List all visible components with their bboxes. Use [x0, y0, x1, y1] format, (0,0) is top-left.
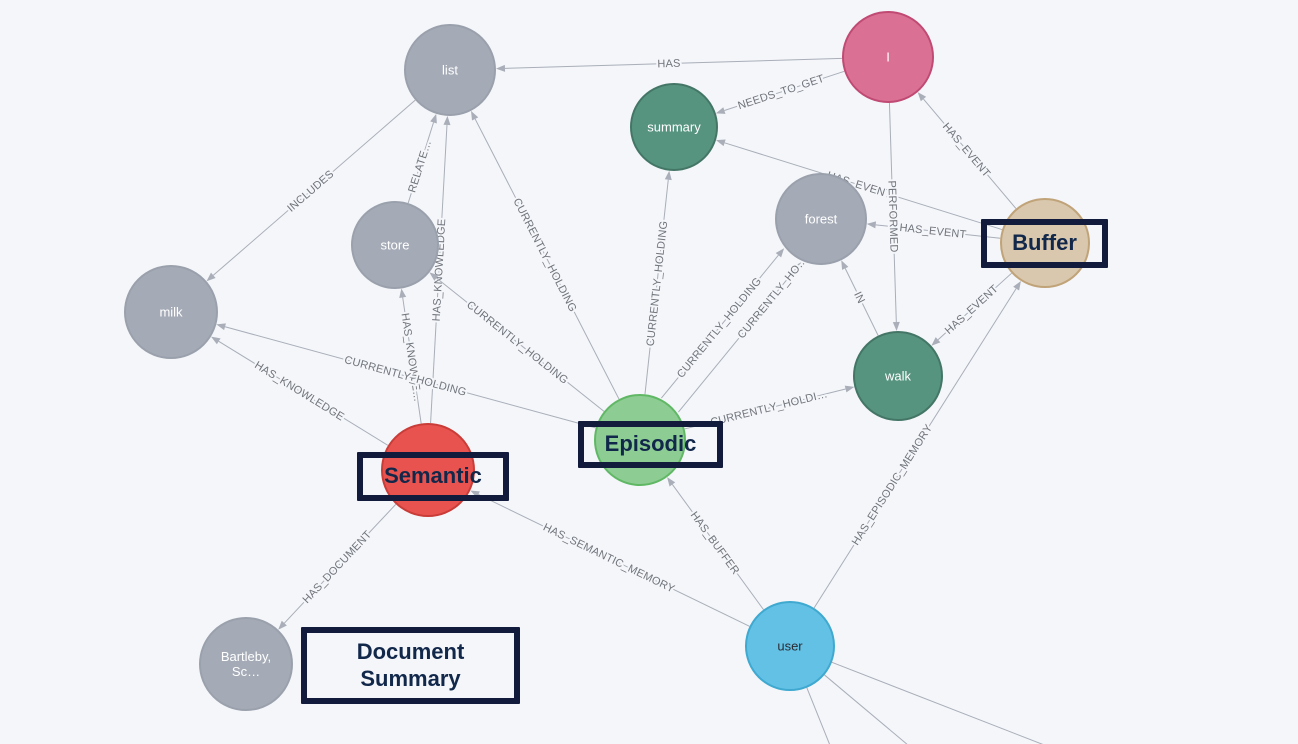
- graph-edge-i-walk-6[interactable]: PERFORMED: [883, 102, 902, 332]
- node-label: forest: [805, 212, 838, 227]
- node-label: summary: [647, 120, 701, 135]
- arrowhead-icon: [715, 139, 726, 147]
- arrowhead-icon: [430, 113, 437, 124]
- edge-label: HAS_DOCUMENT: [301, 529, 375, 606]
- arrowhead-icon: [216, 323, 226, 331]
- arrowhead-icon: [443, 115, 451, 126]
- arrowhead-icon: [429, 272, 439, 281]
- graph-edge-semantic-store-11[interactable]: HAS_KNOWLE…: [397, 288, 425, 424]
- graph-edge-walk-forest-7[interactable]: IN: [841, 260, 879, 336]
- graph-node-list[interactable]: list: [404, 24, 496, 116]
- arrowhead-icon: [664, 170, 672, 181]
- arrowhead-icon: [844, 385, 855, 393]
- edge-label: CURRENTLY_HOLDING: [510, 196, 578, 314]
- graph-node-user[interactable]: user: [745, 601, 835, 691]
- graph-edge-buffer-walk-5[interactable]: HAS_EVENT: [931, 272, 1012, 346]
- edge-label: HAS_KNOWLEDGE: [252, 359, 346, 423]
- graph-node-buffer[interactable]: [1000, 198, 1090, 288]
- graph-edge-user-semantic-23[interactable]: HAS_SEMANTIC_MEMORY: [470, 490, 750, 627]
- arrowhead-icon: [278, 620, 287, 630]
- arrowhead-icon: [715, 107, 726, 114]
- graph-edge-store-list-9[interactable]: RELATE…: [404, 113, 437, 204]
- edge-label: HAS_EPISODIC_MEMORY: [850, 422, 936, 548]
- edge-label: HAS_EVENT: [899, 222, 967, 241]
- graph-node-document[interactable]: Bartleby,Sc…: [199, 617, 293, 711]
- graph-edge-user-offscreen-26[interactable]: [831, 661, 1052, 744]
- edge-label: CURRENTLY_HOLDING: [464, 299, 570, 387]
- graph-node-milk[interactable]: milk: [124, 265, 218, 359]
- node-label: store: [381, 238, 410, 253]
- arrowhead-icon: [211, 336, 221, 345]
- node-label: user: [777, 639, 803, 654]
- graph-edge-episodic-walk-20[interactable]: CURRENTLY_HOLDI…: [684, 385, 855, 431]
- node-label: milk: [159, 305, 183, 320]
- edge-label: PERFORMED: [885, 180, 899, 252]
- graph-edge-episodic-list-14[interactable]: CURRENTLY_HOLDING: [471, 110, 620, 400]
- graph-node-summary[interactable]: summary: [630, 83, 718, 171]
- graph-edge-user-episodic-22[interactable]: HAS_BUFFER: [667, 477, 764, 610]
- arrowhead-icon: [495, 64, 506, 72]
- graph-edge-semantic-milk-12[interactable]: HAS_KNOWLEDGE: [211, 336, 389, 446]
- graph-edge-semantic-document-13[interactable]: HAS_DOCUMENT: [278, 503, 397, 630]
- graph-node-episodic[interactable]: [594, 394, 686, 486]
- graph-edge-user-offscreen-25[interactable]: [824, 674, 952, 744]
- edge-label: INCLUDES: [285, 168, 336, 215]
- arrowhead-icon: [866, 221, 877, 229]
- edge-label: CURRENTLY_HOLDING: [343, 354, 468, 399]
- edge-label: NEEDS_TO_GET: [736, 73, 826, 112]
- node-label: Bartleby,Sc…: [221, 649, 271, 679]
- graph-node-semantic[interactable]: [381, 423, 475, 517]
- graph-node-forest[interactable]: forest: [775, 173, 867, 265]
- edge-label: HAS_SEMANTIC_MEMORY: [541, 521, 677, 595]
- arrowhead-icon: [792, 262, 802, 272]
- graph-edge-user-offscreen-24[interactable]: [806, 687, 848, 744]
- node-label: I: [886, 50, 890, 65]
- graph-node-walk[interactable]: walk: [853, 331, 943, 421]
- arrowhead-icon: [667, 477, 676, 487]
- graph-edge-episodic-forest-16[interactable]: CURRENTLY_HO…: [678, 252, 812, 413]
- arrowhead-icon: [206, 272, 216, 282]
- edge-label: HAS_EVENT: [943, 283, 1001, 337]
- graph-node-store[interactable]: store: [351, 201, 439, 289]
- node-label: list: [442, 63, 458, 78]
- arrowhead-icon: [470, 490, 480, 498]
- graph-edge-episodic-forest-17[interactable]: CURRENTLY_HOLDING: [661, 248, 785, 399]
- edge-label: IN: [851, 290, 867, 306]
- arrowhead-icon: [471, 110, 479, 121]
- graph-node-i[interactable]: I: [842, 11, 934, 103]
- arrowhead-icon: [775, 248, 785, 258]
- graph-edge-user-buffer-21[interactable]: HAS_EPISODIC_MEMORY: [813, 281, 1021, 609]
- edge-label: HAS_BUFFER: [688, 510, 742, 577]
- arrowhead-icon: [1013, 281, 1021, 291]
- edge-label: RELATE…: [406, 139, 434, 194]
- edge-label: HAS_KNOWLE…: [399, 312, 424, 402]
- graph-edge-i-summary-1[interactable]: NEEDS_TO_GET: [715, 71, 845, 114]
- arrowhead-icon: [841, 260, 849, 270]
- graph-edge-i-list-0[interactable]: HAS: [495, 56, 843, 72]
- edge-label: HAS: [657, 58, 681, 71]
- edge-label: CURRENTLY_HOLDI…: [709, 388, 829, 429]
- arrowhead-icon: [917, 92, 927, 102]
- arrowhead-icon: [892, 321, 900, 332]
- arrowhead-icon: [399, 288, 407, 298]
- node-label: walk: [884, 369, 912, 384]
- graph-edge-episodic-summary-15[interactable]: CURRENTLY_HOLDING: [643, 170, 672, 395]
- edge-label: HAS_EVENT: [940, 121, 993, 180]
- graph-edge-buffer-i-2[interactable]: HAS_EVENT: [917, 92, 1017, 209]
- arrowhead-icon: [931, 337, 941, 346]
- edge-label: CURRENTLY_HOLDING: [645, 220, 671, 347]
